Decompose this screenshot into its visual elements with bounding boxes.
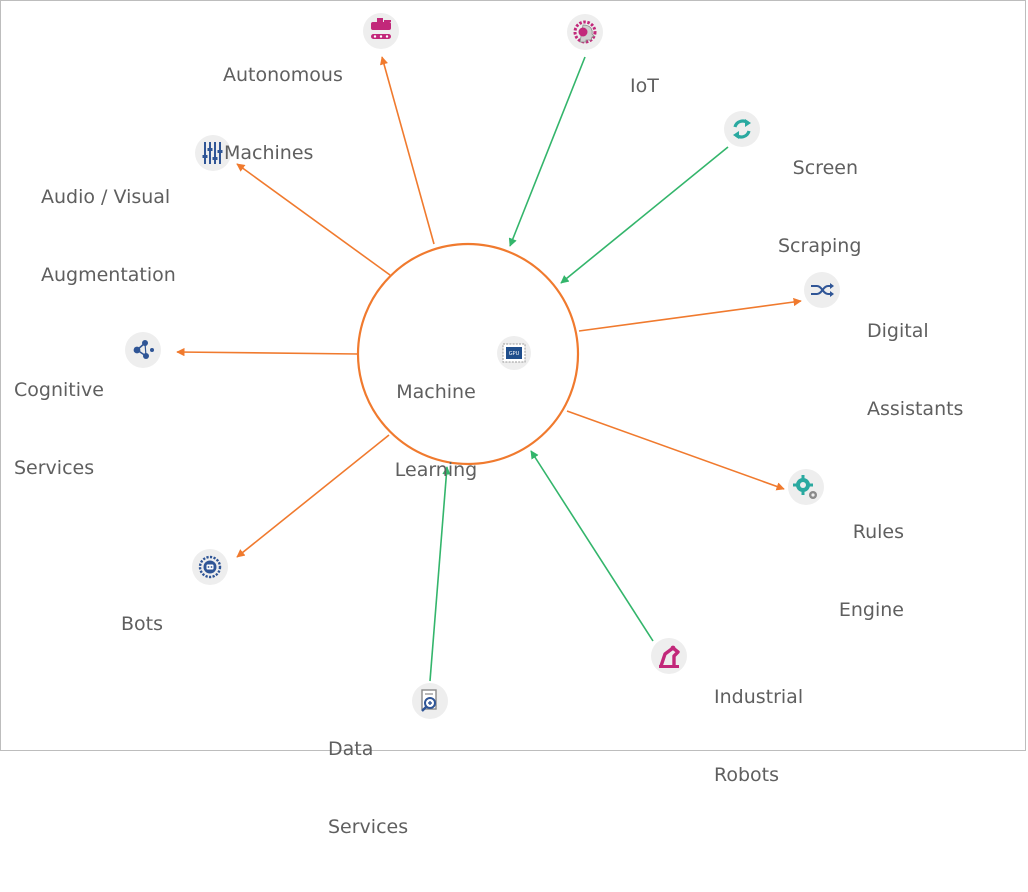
label-industrial-robots: Industrial Robots: [714, 632, 803, 840]
connector-data-services: [429, 466, 451, 682]
label-line: Robots: [714, 764, 780, 786]
connector-industrial-robots: [530, 450, 654, 642]
label-line: Autonomous: [223, 64, 343, 86]
connector-iot: [508, 56, 586, 247]
label-line: Bots: [121, 613, 164, 635]
label-line: Industrial: [714, 686, 804, 708]
label-screen-scraping: Screen Scraping: [778, 103, 862, 311]
label-line: Data: [328, 738, 374, 760]
bot-badge-icon: [192, 549, 228, 585]
network-nodes-icon: [125, 332, 161, 368]
label-autonomous-machines: Autonomous Machines: [223, 10, 343, 218]
label-line: IoT: [630, 75, 659, 97]
gpu-chip-icon: GPU: [497, 336, 531, 370]
label-digital-assistants: Digital Assistants: [867, 266, 963, 474]
center-label-line2: Learning: [394, 459, 478, 481]
label-line: Screen: [792, 157, 858, 179]
gears-icon: [788, 469, 824, 505]
connector-cognitive-services: [176, 347, 359, 357]
label-line: Assistants: [867, 398, 964, 420]
label-line: Digital: [867, 320, 929, 342]
connector-rules-engine: [566, 410, 785, 491]
label-line: Services: [328, 816, 409, 838]
connectors: [176, 56, 802, 682]
ai-head-icon: [567, 14, 603, 50]
connector-bots: [236, 434, 390, 558]
label-line: Scraping: [778, 235, 862, 257]
diagram-frame: GPU: [0, 0, 1026, 838]
connector-screen-scraping: [560, 146, 729, 284]
label-line: Cognitive: [14, 379, 104, 401]
svg-text:GPU: GPU: [509, 351, 520, 357]
machine-robot-icon: [363, 13, 399, 49]
data-search-icon: [412, 683, 448, 719]
center-label: Machine Learning: [390, 327, 482, 535]
label-line: Engine: [838, 599, 904, 621]
label-cognitive-services: Cognitive Services: [14, 325, 104, 533]
label-line: Rules: [852, 521, 904, 543]
sliders-icon: [195, 135, 231, 171]
connector-audio-visual: [236, 163, 391, 276]
label-rules-engine: Rules Engine: [837, 467, 904, 675]
label-line: Services: [14, 457, 95, 479]
refresh-icon: [724, 111, 760, 147]
connector-autonomous-machines: [379, 56, 435, 245]
shuffle-icon: [804, 272, 840, 308]
label-iot: IoT: [630, 21, 659, 151]
machine-learning-circle: [356, 242, 580, 466]
label-line: Audio / Visual: [41, 186, 171, 208]
connector-digital-assistants: [578, 297, 802, 332]
label-line: Machines: [224, 142, 314, 164]
diagram-canvas: GPU: [125, 13, 840, 719]
label-data-services: Data Services: [328, 684, 408, 892]
label-audio-visual-augmentation: Audio / Visual Augmentation: [41, 132, 176, 340]
robot-arm-icon: [651, 638, 687, 674]
label-bots: Bots: [121, 559, 163, 689]
center-label-line1: Machine: [396, 381, 476, 403]
label-line: Augmentation: [41, 264, 176, 286]
